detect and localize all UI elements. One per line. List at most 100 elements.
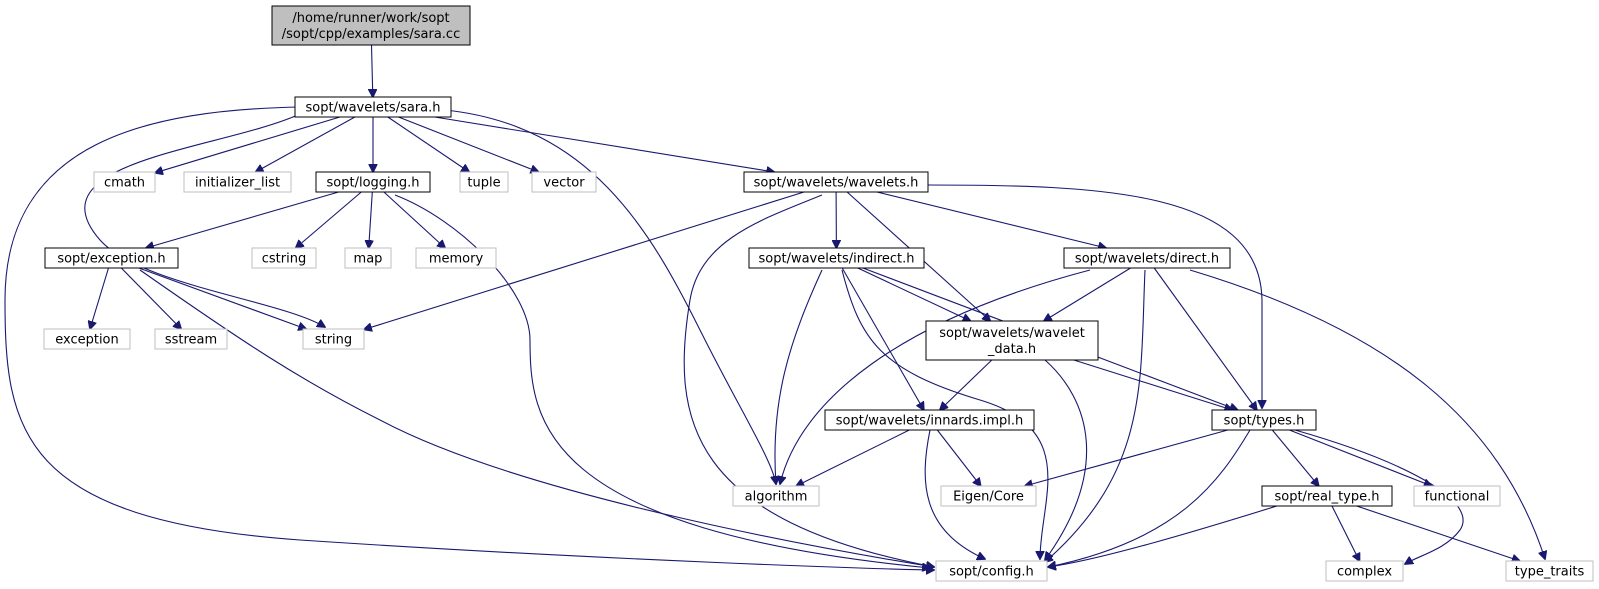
- node-label: sopt/wavelets/wavelets.h: [754, 176, 919, 191]
- edge-innards-to-algorithm: [796, 429, 910, 486]
- edge-types-to-config: [1048, 429, 1251, 567]
- edge-innards-to-config: [924, 429, 985, 559]
- node-label: /sopt/cpp/examples/sara.cc: [282, 27, 460, 42]
- node-box: [344, 247, 392, 269]
- edge-types-to-real_type: [1271, 429, 1318, 486]
- node-sara[interactable]: sopt/wavelets/sara.h: [294, 96, 452, 118]
- node-map: map: [344, 247, 392, 269]
- edge-sara-to-config: [4, 106, 934, 570]
- edge-sara-to-vector: [398, 116, 539, 172]
- node-label: /home/runner/work/sopt: [292, 11, 449, 26]
- node-algorithm: algorithm: [732, 485, 820, 507]
- node-logging[interactable]: sopt/logging.h: [315, 171, 431, 193]
- edge-wavelets-to-string: [364, 191, 805, 330]
- edge-wavelet_data-to-config: [1045, 359, 1088, 560]
- node-eigen-core: Eigen/Core: [940, 485, 1037, 507]
- node-initializer-list: initializer_list: [183, 171, 292, 193]
- edge-direct-to-config: [1045, 269, 1146, 562]
- node-label: sopt/wavelets/wavelet: [939, 326, 1085, 341]
- node-box: [1413, 485, 1501, 507]
- node-box: [935, 560, 1048, 582]
- node-types[interactable]: sopt/types.h: [1211, 409, 1317, 431]
- node-box: [732, 485, 820, 507]
- node-box: [43, 328, 131, 350]
- edge-indirect-to-wavelet_data: [857, 267, 971, 321]
- dependency-edges: [4, 44, 1545, 570]
- edge-root-to-sara: [372, 44, 373, 97]
- node-label: cstring: [262, 252, 306, 267]
- node-box: [251, 247, 317, 269]
- node-exception: exception: [43, 328, 131, 350]
- edge-wavelets-to-direct: [876, 191, 1106, 248]
- node-box: [44, 247, 179, 269]
- edge-types-to-functional: [1289, 429, 1431, 486]
- node-wavelets[interactable]: sopt/wavelets/wavelets.h: [743, 171, 929, 193]
- node-box: [1211, 409, 1317, 431]
- node-label: sopt/logging.h: [327, 176, 420, 191]
- node-label: sopt/exception.h: [57, 252, 165, 267]
- edge-sara-to-string: [84, 113, 325, 327]
- node-box: [1505, 560, 1594, 582]
- node-box: [925, 320, 1099, 361]
- edge-direct-to-type_traits: [1189, 269, 1545, 559]
- node-label: exception: [55, 333, 119, 348]
- edge-sara-to-initializer_list: [256, 116, 356, 172]
- edge-logging-to-map: [369, 191, 373, 248]
- edge-innards-to-eigen_core: [936, 429, 980, 486]
- edge-direct-to-algorithm: [780, 269, 1091, 484]
- node-indirect[interactable]: sopt/wavelets/indirect.h: [748, 247, 925, 269]
- node-sstream: sstream: [154, 328, 228, 350]
- node-label: type_traits: [1515, 565, 1585, 580]
- node-tuple: tuple: [459, 171, 509, 193]
- node-box: [271, 5, 471, 46]
- edge-exception_h-to-exception: [90, 267, 110, 329]
- edge-direct-to-types: [1153, 267, 1257, 410]
- edge-types-to-eigen_core: [1025, 429, 1228, 486]
- edge-indirect-to-algorithm: [775, 269, 823, 484]
- edge-wavelets-to-types: [925, 184, 1262, 408]
- node-cmath: cmath: [93, 171, 156, 193]
- node-exception-h[interactable]: sopt/exception.h: [44, 247, 179, 269]
- edge-logging-to-cstring: [296, 191, 362, 248]
- edge-real_type-to-type_traits: [1356, 505, 1520, 561]
- edge-real_type-to-complex: [1331, 505, 1360, 561]
- node-box: [743, 171, 929, 193]
- node-label: cmath: [104, 176, 145, 191]
- node-box: [302, 328, 365, 350]
- node-box: [531, 171, 597, 193]
- edge-types-to-complex: [1294, 429, 1464, 564]
- node-label: algorithm: [745, 490, 808, 505]
- node-label: sopt/wavelets/sara.h: [305, 101, 440, 116]
- edge-sara-to-tuple: [387, 116, 469, 172]
- node-box: [1325, 560, 1404, 582]
- node-root[interactable]: /home/runner/work/sopt/sopt/cpp/examples…: [271, 5, 471, 46]
- node-direct[interactable]: sopt/wavelets/direct.h: [1063, 247, 1231, 269]
- node-innards[interactable]: sopt/wavelets/innards.impl.h: [824, 409, 1035, 431]
- node-label: sopt/types.h: [1224, 414, 1305, 429]
- node-memory: memory: [415, 247, 497, 269]
- node-label: map: [354, 252, 383, 267]
- edge-wavelets-to-config: [683, 194, 934, 567]
- node-label: sstream: [165, 333, 217, 348]
- node-wavelet-data[interactable]: sopt/wavelets/wavelet_data.h: [925, 320, 1099, 361]
- edge-wavelet_data-to-innards: [940, 359, 993, 410]
- edge-direct-to-wavelet_data: [1044, 267, 1131, 321]
- edge-exception_h-to-sstream: [120, 267, 181, 329]
- edge-indirect-to-config: [841, 269, 1049, 559]
- edge-real_type-to-config: [1048, 504, 1281, 567]
- node-vector: vector: [531, 171, 597, 193]
- edge-indirect-to-innards: [841, 267, 924, 410]
- edge-logging-to-config: [394, 194, 930, 568]
- node-box: [1261, 485, 1393, 507]
- node-cstring: cstring: [251, 247, 317, 269]
- node-box: [154, 328, 228, 350]
- node-label: sopt/wavelets/innards.impl.h: [836, 414, 1023, 429]
- node-label: initializer_list: [195, 176, 280, 191]
- node-label: sopt/wavelets/indirect.h: [759, 252, 915, 267]
- node-box: [824, 409, 1035, 431]
- edge-logging-to-exception_h: [146, 191, 339, 248]
- node-label: memory: [429, 252, 484, 267]
- node-real-type[interactable]: sopt/real_type.h: [1261, 485, 1393, 507]
- edge-logging-to-memory: [383, 191, 445, 248]
- edge-wavelet_data-to-types: [1073, 359, 1233, 410]
